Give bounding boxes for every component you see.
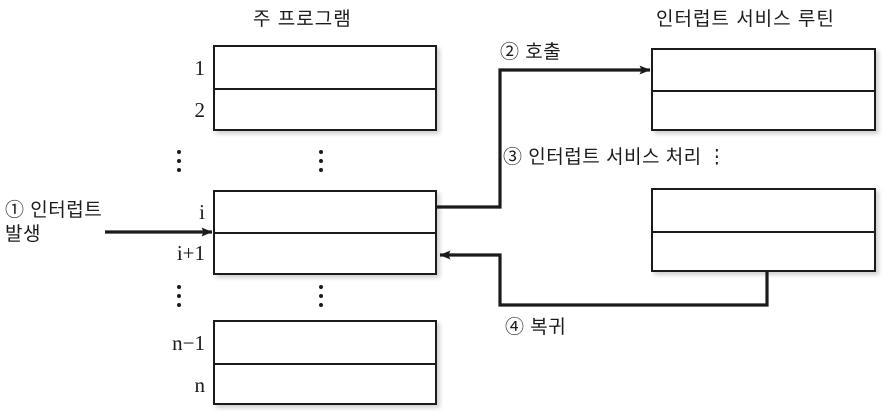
main-program-title: 주 프로그램	[253, 9, 352, 30]
main-program-box-top	[213, 45, 437, 131]
line-number-2: 2	[194, 98, 206, 122]
box-divider	[215, 88, 435, 90]
step-3-label: ③ 인터럽트 서비스 처리 ⋮	[503, 147, 727, 168]
line-number-i: i	[199, 200, 205, 224]
step-2-label: ② 호출	[500, 42, 562, 63]
gutter-ellipsis-upper	[177, 150, 182, 172]
line-number-n-minus-1: n−1	[172, 331, 205, 355]
isr-box-bottom	[651, 188, 876, 272]
box-divider	[653, 231, 874, 233]
box-divider	[215, 363, 435, 365]
box-divider	[215, 232, 435, 234]
main-program-box-middle	[213, 190, 437, 275]
line-number-1: 1	[194, 56, 206, 80]
arrow-call-isr	[437, 65, 651, 209]
arrow-return-main	[439, 250, 769, 307]
isr-title: 인터럽트 서비스 루틴	[656, 9, 835, 30]
box-divider	[653, 90, 874, 92]
main-program-box-bottom	[213, 320, 437, 405]
gutter-ellipsis-lower	[177, 285, 182, 307]
line-number-i-plus-1: i+1	[176, 241, 205, 265]
step-4-label: ④ 복귀	[505, 317, 567, 338]
box-ellipsis-lower	[319, 285, 324, 307]
isr-box-top	[651, 48, 876, 131]
box-ellipsis-upper	[319, 150, 324, 172]
step-1-label: ① 인터럽트 발생	[5, 200, 103, 245]
line-number-n: n	[194, 373, 206, 397]
